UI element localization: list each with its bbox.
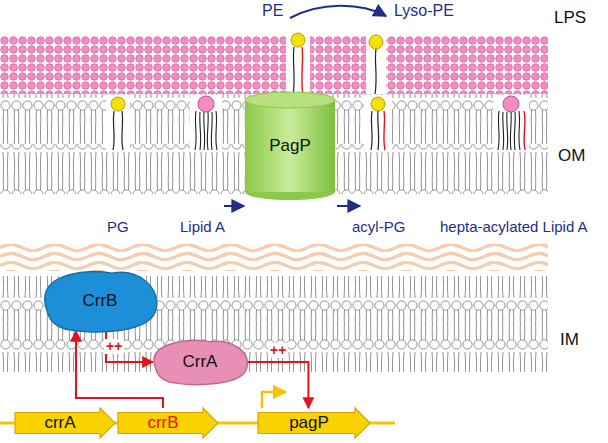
- protein-blob: [154, 341, 247, 385]
- svg-rect: [286, 32, 310, 94]
- edge-label: ++: [104, 339, 124, 354]
- node-text: CrrA: [183, 352, 218, 372]
- svg-circle: [291, 33, 305, 47]
- peptidoglycan: [0, 244, 548, 271]
- text-label: LPS: [554, 8, 586, 28]
- node-text: PagP: [269, 136, 311, 156]
- lyso-pe: [366, 34, 386, 94]
- gene-arrow: crrA: [15, 408, 115, 438]
- activation-arrow: [76, 331, 163, 408]
- svg-path: [375, 49, 376, 94]
- protein-blob: [45, 271, 157, 331]
- svg-circle: [371, 97, 385, 111]
- gene-body: [258, 408, 370, 438]
- text-label: OM: [558, 146, 585, 166]
- hepta-acylated-lipid-a: [493, 95, 529, 150]
- svg-path: [371, 111, 379, 150]
- gene-body: [118, 408, 218, 438]
- pagp-protein: PagP: [245, 92, 335, 200]
- lps-layer: [0, 36, 548, 94]
- svg-path: [195, 111, 217, 150]
- text-label: PE: [262, 2, 283, 20]
- gene-body: [15, 408, 115, 438]
- svg-rect: [190, 95, 222, 150]
- node-text: crrB: [147, 413, 178, 433]
- cylinder-body: [245, 100, 335, 192]
- svg-rect: [364, 95, 392, 150]
- node-text: crrA: [44, 413, 75, 433]
- svg-path: [293, 47, 294, 96]
- acyl-pg: [364, 95, 392, 150]
- svg-circle: [503, 96, 519, 112]
- text-label: PG: [107, 218, 129, 235]
- svg-circle: [111, 97, 125, 111]
- text-label: Lyso-PE: [394, 2, 454, 20]
- svg-path: [384, 111, 385, 150]
- svg-circle: [369, 35, 383, 49]
- edge-label: ++: [268, 343, 288, 358]
- text-label: hepta-acylated Lipid A: [440, 218, 588, 235]
- promoter-arrow: [262, 392, 286, 408]
- activation-arrow: [248, 362, 308, 408]
- conversion-arrow: [290, 6, 386, 18]
- cylinder-top: [245, 92, 335, 108]
- gene-arrow: pagP: [258, 408, 370, 438]
- svg-path: [498, 111, 520, 150]
- svg-path: [302, 47, 303, 96]
- transfer-arrow: [337, 205, 360, 207]
- svg-circle: [198, 96, 214, 112]
- text-label: acyl-PG: [352, 218, 405, 235]
- crra-regulator: CrrA: [150, 338, 250, 386]
- svg-rect: [106, 95, 130, 150]
- svg-path: [113, 111, 123, 150]
- text-label: Lipid A: [180, 218, 225, 235]
- svg-path: [524, 111, 525, 150]
- svg-rect: [366, 34, 386, 94]
- svg-rect: [493, 95, 529, 150]
- node-text: pagP: [289, 413, 329, 433]
- gene-arrow: crrB: [118, 408, 218, 438]
- lipid-a: [190, 95, 222, 150]
- cylinder-body: [245, 100, 335, 192]
- pg-lipid: [106, 95, 130, 150]
- text-label: IM: [560, 330, 579, 350]
- pe-lipid: [286, 32, 310, 96]
- node-text: CrrB: [83, 291, 118, 311]
- transfer-arrow: [224, 205, 244, 207]
- crrb-kinase: CrrB: [40, 268, 160, 334]
